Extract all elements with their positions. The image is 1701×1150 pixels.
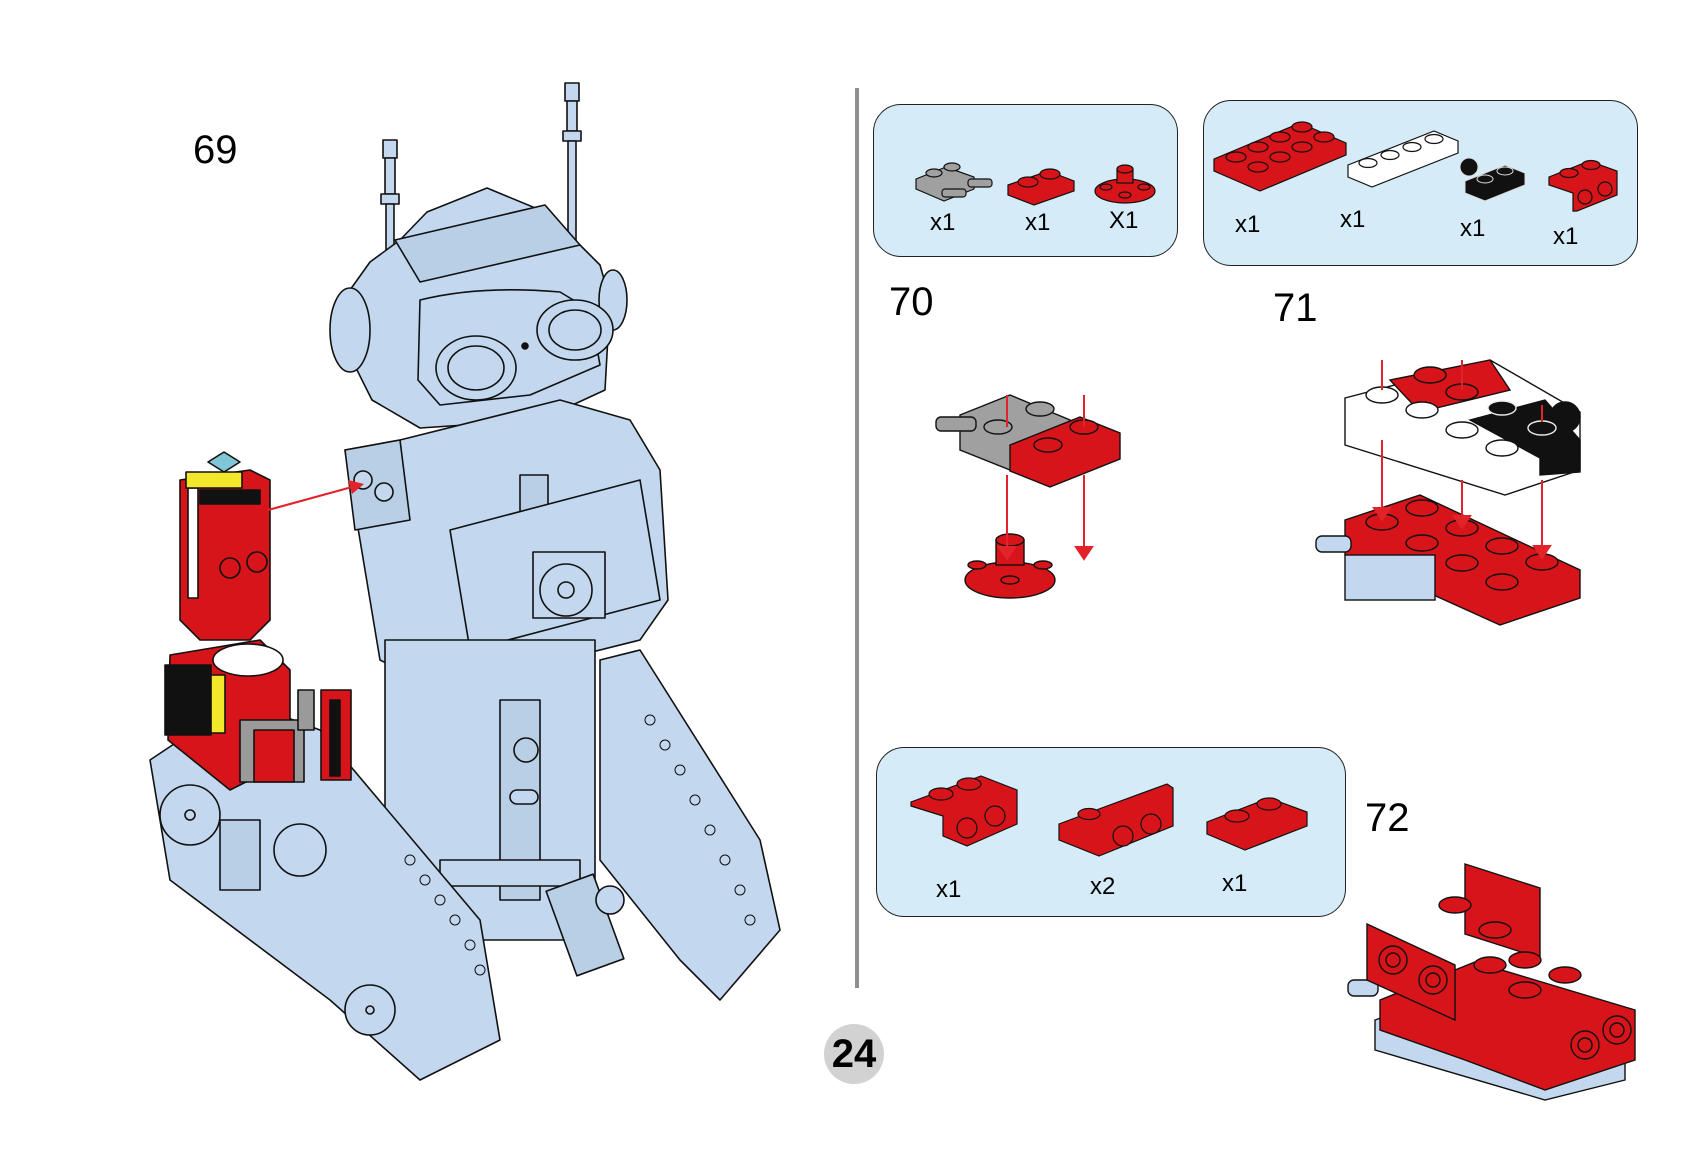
robot-torso-icon: [344, 399, 669, 691]
robot-track-right-icon: [545, 649, 781, 1001]
page-number-badge: 24: [824, 1024, 884, 1084]
step-71-assembly-illustration: [1315, 359, 1581, 626]
step-72-assembly-illustration: [1347, 863, 1636, 1101]
part-quantity: x1: [1222, 870, 1248, 897]
part-quantity: x2: [1090, 873, 1116, 900]
part-quantity: x1: [1235, 211, 1261, 238]
part-red-round-plate-icon: [1094, 164, 1156, 204]
attach-arrow-icon: [267, 480, 364, 512]
part-white-plate-1x4-icon: [1347, 130, 1459, 188]
part-red-plate-1x2-icon: [1007, 168, 1075, 206]
parts-box-step-70: x1 x1 X1: [873, 104, 1178, 257]
robot-assembly-illustration: [149, 82, 781, 1081]
part-gray-plate-with-clips-icon: [915, 162, 993, 202]
robot-eye-right-icon: [536, 299, 614, 361]
robot-track-left-icon: [149, 699, 501, 1081]
part-red-bracket-icon: [1548, 159, 1618, 212]
step-number-72: 72: [1365, 796, 1410, 840]
part-red-plate-2x4-icon: [1213, 121, 1347, 192]
antenna-right-icon: [562, 82, 582, 260]
parts-box-step-71: x1 x1 x1 x1: [1203, 100, 1638, 266]
part-quantity: x1: [930, 209, 956, 236]
antenna-left-icon: [380, 139, 400, 283]
part-quantity: x1: [1553, 223, 1579, 250]
step-number-69: 69: [193, 128, 238, 172]
part-quantity: x1: [1460, 215, 1486, 242]
part-quantity: x1: [1340, 206, 1366, 233]
parts-box-step-72: x1 x2 x1: [876, 747, 1346, 917]
step-number-70: 70: [889, 280, 934, 324]
part-quantity: X1: [1109, 207, 1139, 234]
page-divider: [855, 88, 859, 988]
robot-arm-red-icon: [164, 451, 352, 791]
part-red-bracket-down-icon: [910, 775, 1018, 847]
page-number: 24: [831, 1031, 877, 1076]
step-number-71: 71: [1273, 286, 1318, 330]
part-quantity: x1: [936, 876, 962, 903]
part-quantity: x1: [1025, 209, 1051, 236]
part-red-bracket-inverted-icon: [1058, 783, 1174, 857]
robot-head-icon: [329, 187, 628, 429]
part-black-plate-with-ball-icon: [1459, 157, 1526, 202]
step-70-assembly-illustration: [935, 394, 1121, 599]
part-red-plate-1x2-icon: [1206, 797, 1308, 851]
